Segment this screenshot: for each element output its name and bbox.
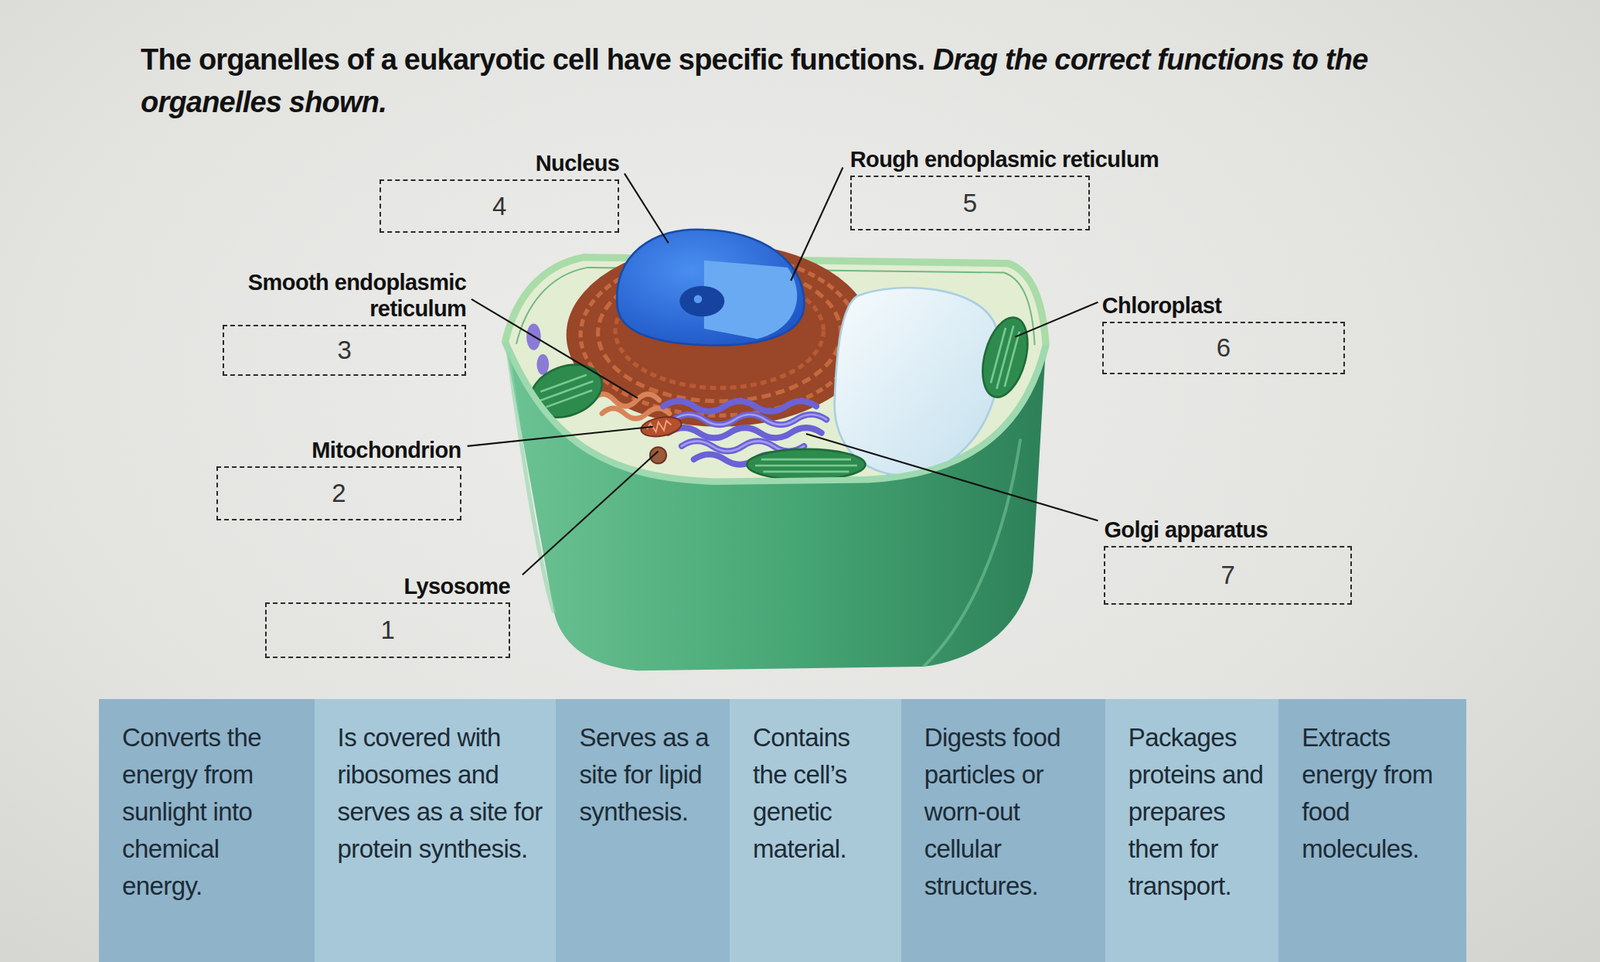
- organelle-name: Lysosome: [404, 572, 511, 600]
- function-card: Is covered with ribosomes and serves as …: [314, 698, 557, 962]
- leader-line: [522, 451, 659, 576]
- vesicle: [536, 354, 549, 375]
- organelle-drop-target: Lysosome 1: [265, 572, 511, 659]
- callout-number: 5: [963, 188, 978, 218]
- function-card: Serves as a site for lipid synthesis.: [555, 698, 729, 962]
- heading: The organelles of a eukaryotic cell have…: [140, 38, 1424, 124]
- organelle-name: Smooth endoplasmic reticulum: [211, 268, 467, 322]
- dashed-drop-box: 1: [265, 602, 511, 659]
- organelle-name: Golgi apparatus: [1103, 516, 1268, 543]
- title-text: The organelles of a eukaryotic cell have…: [140, 43, 925, 76]
- function-card: Converts the energy from sunlight into c…: [98, 698, 315, 962]
- leader-line: [806, 433, 1099, 521]
- dashed-drop-box: 7: [1103, 545, 1352, 604]
- dashed-drop-box: 6: [1102, 321, 1345, 375]
- cell-wall-rim: [504, 341, 1046, 482]
- organelle-name: Rough endoplasmic reticulum: [850, 146, 1160, 173]
- function-text: Contains the cell’s genetic material.: [752, 718, 891, 868]
- nucleus: [616, 229, 804, 346]
- leader-line: [624, 173, 669, 243]
- lysosome: [650, 446, 667, 463]
- callout-number: 2: [331, 478, 346, 508]
- leader-line: [467, 426, 654, 446]
- callout-number: 4: [492, 191, 507, 222]
- dashed-drop-box: 5: [850, 175, 1090, 231]
- organelle-drop-target: Golgi apparatus 7: [1103, 516, 1352, 604]
- leader-line: [790, 167, 843, 282]
- function-card: Packages proteins and prepares them for …: [1105, 698, 1279, 962]
- dashed-drop-box: 2: [216, 466, 462, 521]
- function-text: Packages proteins and prepares them for …: [1128, 718, 1268, 905]
- function-card: Digests food particles or worn-out cellu…: [901, 698, 1106, 962]
- nucleolus: [679, 285, 725, 317]
- organelle-drop-target: Chloroplast 6: [1102, 292, 1345, 375]
- dashed-drop-box: 4: [379, 179, 620, 233]
- organelle-drop-target: Nucleus 4: [379, 149, 620, 233]
- cell-wall-edge: [507, 351, 554, 613]
- nucleolus-dot: [694, 295, 703, 304]
- organelle-name: Mitochondrion: [311, 436, 462, 463]
- function-text: Serves as a site for lipid synthesis.: [578, 718, 719, 831]
- organelle-drop-target: Rough endoplasmic reticulum 5: [850, 146, 1160, 231]
- organelle-drop-target: Mitochondrion 2: [216, 436, 462, 521]
- organelle-name: Nucleus: [535, 149, 620, 177]
- chloroplast: [974, 312, 1035, 402]
- callout-number: 6: [1216, 333, 1231, 363]
- function-card: Extracts energy from food molecules.: [1278, 698, 1467, 962]
- function-text: Digests food particles or worn-out cellu…: [924, 718, 1095, 905]
- function-card: Contains the cell’s genetic material.: [729, 698, 902, 962]
- callout-number: 7: [1221, 560, 1236, 590]
- dashed-drop-box: 3: [222, 324, 467, 376]
- callout-number: 1: [380, 615, 395, 645]
- function-text: Is covered with ribosomes and serves as …: [337, 718, 546, 868]
- leader-line: [471, 299, 638, 399]
- function-text: Extracts energy from food molecules.: [1301, 718, 1456, 868]
- smooth-er: [592, 394, 660, 407]
- leader-line: [1015, 302, 1099, 338]
- leader-lines: [467, 167, 1099, 576]
- callout-number: 3: [337, 335, 351, 365]
- chloroplast: [746, 449, 865, 480]
- organelle-drop-target: Smooth endoplasmic reticulum 3: [211, 268, 467, 376]
- organelle-name: Chloroplast: [1102, 292, 1223, 319]
- cell-wall-front: [504, 341, 1046, 671]
- function-text: Converts the energy from sunlight into c…: [122, 718, 304, 905]
